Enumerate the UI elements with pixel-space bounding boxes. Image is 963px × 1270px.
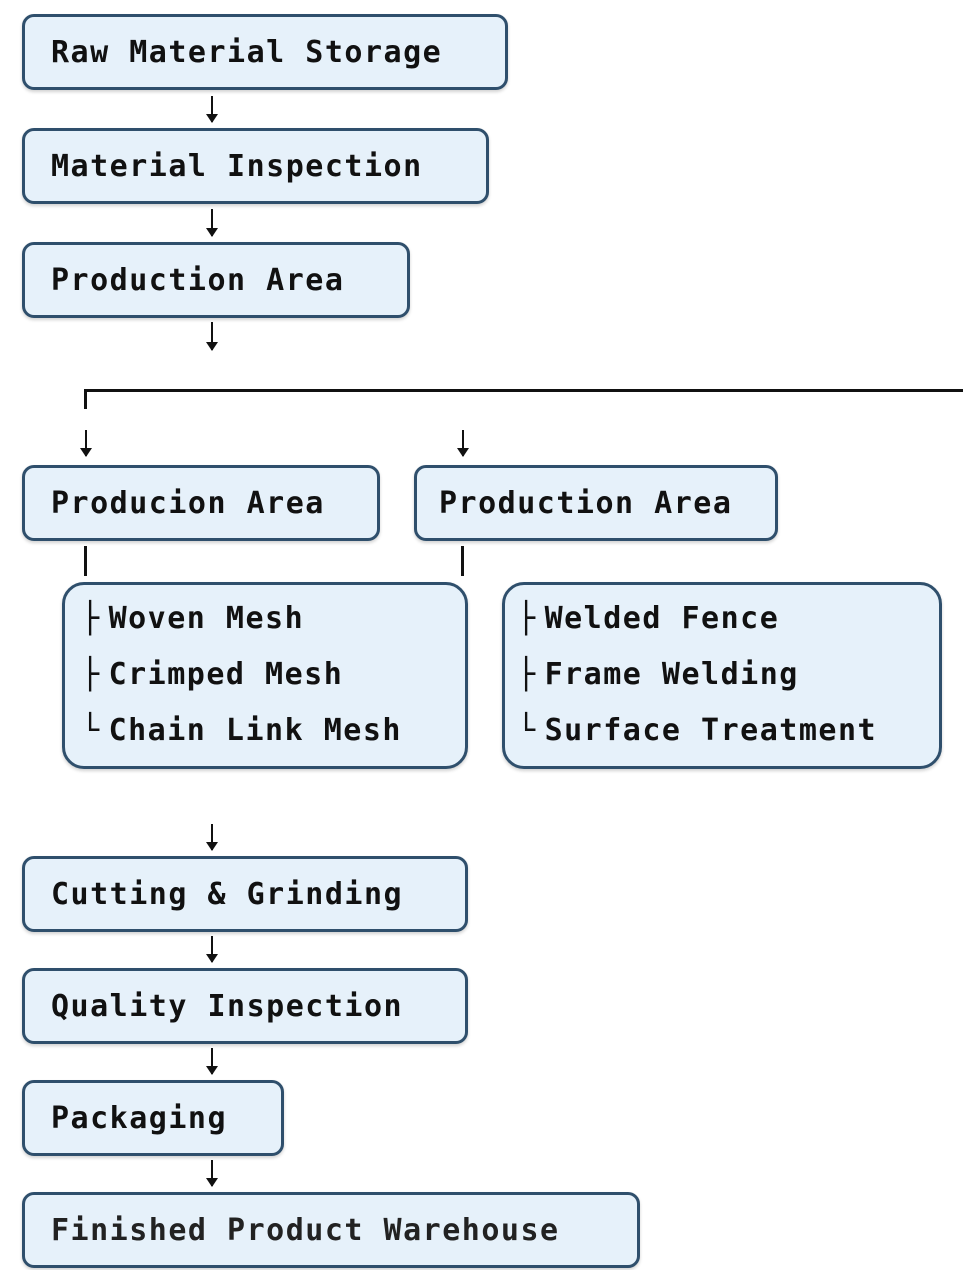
tree-branch-icon: ├ <box>517 657 537 692</box>
branch-right-title-label: Production Area <box>439 485 733 521</box>
raw-material-storage-box: Raw Material Storage <box>22 14 508 90</box>
cutting-grinding-box: Cutting & Grinding <box>22 856 468 932</box>
arrow-2 <box>206 209 218 237</box>
packaging-label: Packaging <box>51 1100 228 1136</box>
arrow-4 <box>206 824 218 851</box>
list-item-frame-welding: ├Frame Welding <box>517 657 799 692</box>
branch-right-stem <box>461 546 464 576</box>
tree-branch-icon: ├ <box>81 601 101 636</box>
arrow-7 <box>206 1160 218 1187</box>
arrow-5 <box>206 936 218 963</box>
arrow-branch-left <box>80 430 92 457</box>
quality-inspection-label: Quality Inspection <box>51 988 404 1024</box>
branch-left-items-box: ├Woven Mesh ├Crimped Mesh └Chain Link Me… <box>62 582 468 769</box>
arrow-6 <box>206 1048 218 1075</box>
finished-warehouse-box: Finished Product Warehouse <box>22 1192 640 1268</box>
branch-left-stem <box>84 546 87 576</box>
branch-horizontal-line <box>84 389 963 392</box>
tree-end-icon: └ <box>81 713 101 748</box>
branch-right-items-box: ├Welded Fence ├Frame Welding └Surface Tr… <box>502 582 942 769</box>
list-item-surface-treatment: └Surface Treatment <box>517 713 877 748</box>
branch-left-title-box: Producion Area <box>22 465 380 541</box>
tree-end-icon: └ <box>517 713 537 748</box>
tree-branch-icon: ├ <box>517 601 537 636</box>
finished-warehouse-label: Finished Product Warehouse <box>51 1212 560 1248</box>
item-label: Crimped Mesh <box>108 657 344 692</box>
list-item-woven-mesh: ├Woven Mesh <box>81 601 304 636</box>
list-item-chain-link-mesh: └Chain Link Mesh <box>81 713 402 748</box>
arrow-branch-right <box>457 430 469 457</box>
branch-left-drop <box>84 389 87 409</box>
tree-branch-icon: ├ <box>81 657 101 692</box>
raw-material-storage-label: Raw Material Storage <box>51 34 443 70</box>
material-inspection-label: Material Inspection <box>51 148 423 184</box>
item-label: Chain Link Mesh <box>108 713 402 748</box>
arrow-1 <box>206 96 218 123</box>
arrow-3 <box>206 322 218 351</box>
quality-inspection-box: Quality Inspection <box>22 968 468 1044</box>
list-item-crimped-mesh: ├Crimped Mesh <box>81 657 343 692</box>
item-label: Frame Welding <box>544 657 799 692</box>
item-label: Surface Treatment <box>544 713 878 748</box>
production-area-box: Production Area <box>22 242 410 318</box>
branch-left-title-label: Producion Area <box>51 485 325 521</box>
item-label: Woven Mesh <box>108 601 305 636</box>
material-inspection-box: Material Inspection <box>22 128 489 204</box>
list-item-welded-fence: ├Welded Fence <box>517 601 779 636</box>
branch-right-title-box: Production Area <box>414 465 778 541</box>
production-area-label: Production Area <box>51 262 345 298</box>
item-label: Welded Fence <box>544 601 780 636</box>
packaging-box: Packaging <box>22 1080 284 1156</box>
cutting-grinding-label: Cutting & Grinding <box>51 876 404 912</box>
